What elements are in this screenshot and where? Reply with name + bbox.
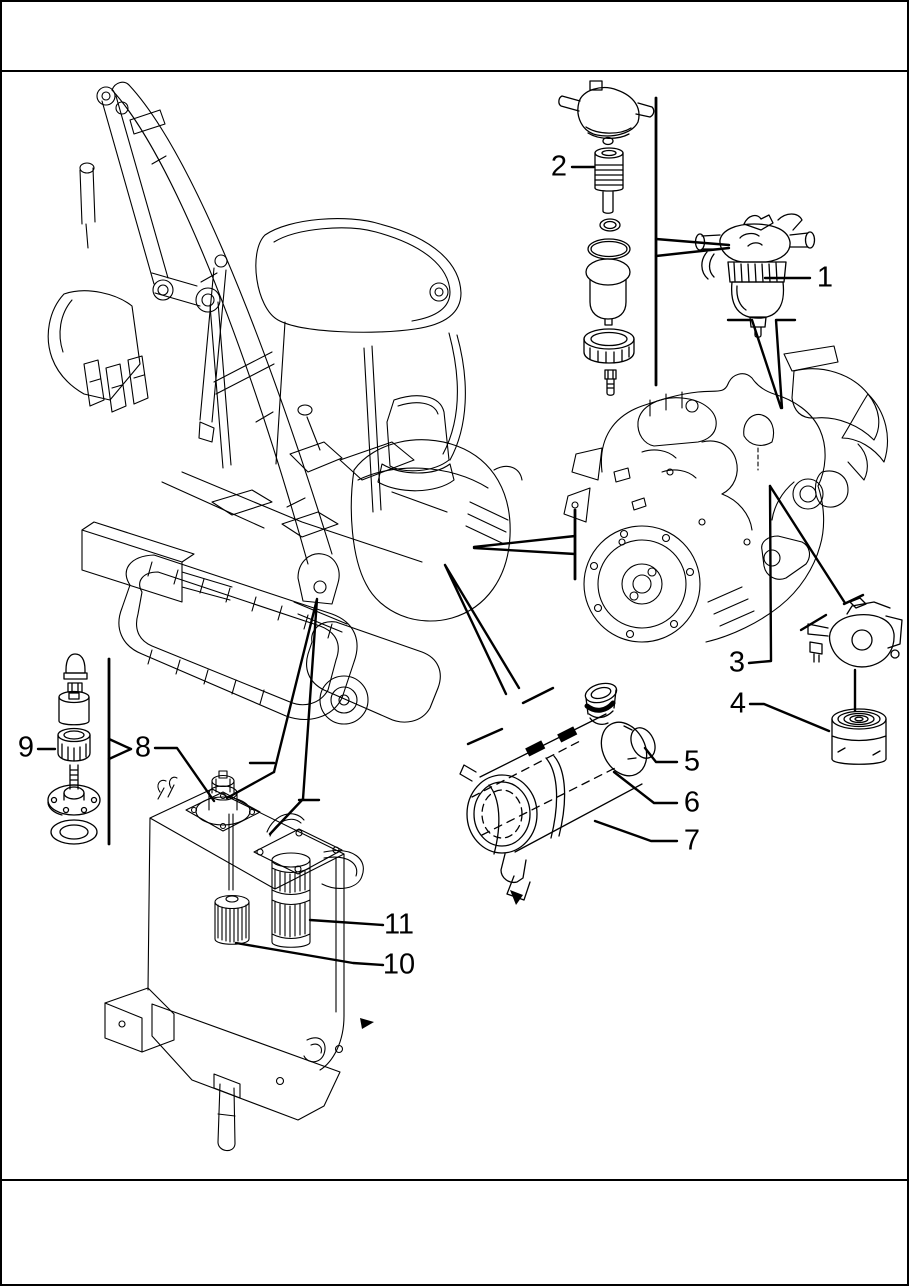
- callout-5: 5: [683, 745, 701, 778]
- leader-lines: [36, 96, 865, 967]
- callout-7: 7: [683, 824, 701, 857]
- footer-divider-line: [2, 1179, 907, 1181]
- air-cleaner: [459, 682, 656, 905]
- return-filter-assembly: [253, 813, 364, 948]
- callout-11: 11: [383, 908, 415, 941]
- callout-9: 9: [17, 731, 35, 764]
- excavator-dozer-blade: [81, 521, 233, 603]
- excavator-boom: [96, 81, 348, 633]
- oil-filter: [831, 708, 887, 765]
- excavator-illustration: [47, 81, 523, 725]
- engine-illustration: [563, 345, 888, 643]
- callout-2: 2: [550, 150, 568, 183]
- excavator-arm: [79, 95, 221, 313]
- excavator-engine-cover: [350, 439, 523, 622]
- breather-exploded-view: [47, 653, 101, 845]
- fuel-filter-assembly: [694, 213, 816, 338]
- excavator-bucket: [47, 290, 149, 413]
- callout-4: 4: [729, 687, 747, 720]
- excavator-seat-controls: [289, 395, 455, 513]
- callout-8: 8: [134, 731, 152, 764]
- suction-filter-assembly: [214, 813, 250, 945]
- header-divider-line: [2, 70, 907, 72]
- callout-1: 1: [816, 261, 834, 294]
- excavator-tracks: [118, 471, 441, 725]
- hydraulic-tank: [104, 770, 374, 1152]
- callout-6: 6: [683, 786, 701, 819]
- tank-filler-cap: [185, 770, 261, 832]
- callout-3: 3: [728, 646, 746, 679]
- fuel-filter-exploded-view: [558, 80, 655, 396]
- callout-10: 10: [382, 948, 416, 981]
- fuel-pump: [807, 597, 903, 668]
- excavator-canopy: [209, 218, 466, 513]
